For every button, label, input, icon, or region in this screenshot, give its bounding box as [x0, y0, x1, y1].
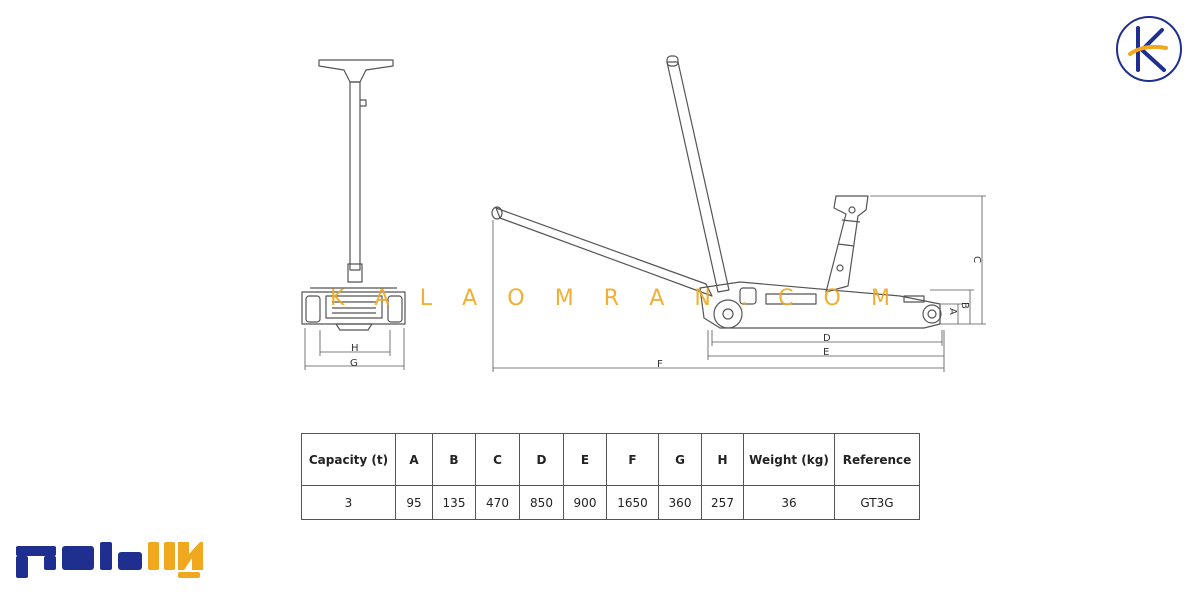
- dim-label-d: D: [823, 333, 831, 344]
- table-cell: 1650: [606, 485, 659, 520]
- table-header-cell: E: [563, 433, 607, 486]
- dim-label-f: F: [657, 359, 663, 370]
- table-header-cell: Capacity (t): [301, 433, 396, 486]
- brand-wordmark-logo: [16, 542, 203, 578]
- brand-logo-circle: [1116, 16, 1182, 82]
- table-header-cell: A: [395, 433, 433, 486]
- watermark-letter: R: [603, 286, 620, 311]
- table-cell: 95: [395, 485, 433, 520]
- dim-label-g: G: [350, 358, 358, 369]
- dim-label-h: H: [351, 343, 359, 354]
- watermark-letter: K: [330, 286, 345, 311]
- table-header-cell: Weight (kg): [743, 433, 835, 486]
- table-header-cell: H: [701, 433, 744, 486]
- table-header-cell: F: [606, 433, 659, 486]
- watermark-letter: A: [462, 286, 478, 311]
- jack-front-view: [301, 59, 406, 370]
- watermark-letter: M: [554, 286, 574, 311]
- watermark-letter: C: [778, 286, 794, 311]
- table-cell: 470: [475, 485, 520, 520]
- table-cell: 900: [563, 485, 607, 520]
- table-header-cell: C: [475, 433, 520, 486]
- table-header-cell: D: [519, 433, 564, 486]
- watermark-letter: A: [374, 286, 390, 311]
- table-cell: 36: [743, 485, 835, 520]
- table-header-cell: Reference: [834, 433, 920, 486]
- table-cell: 360: [658, 485, 702, 520]
- watermark-letter: .: [740, 286, 748, 311]
- table-header-cell: B: [432, 433, 476, 486]
- table-cell: 3: [301, 485, 396, 520]
- jack-side-view: [491, 55, 986, 372]
- watermark-letter: M: [870, 286, 890, 311]
- jack-technical-drawing: H G D E F C B A: [301, 55, 986, 372]
- dim-label-e: E: [823, 347, 829, 358]
- table-header-cell: G: [658, 433, 702, 486]
- table-row: 3 95 135 470 850 900 1650 360 257 36 GT3…: [301, 485, 920, 520]
- watermark-letter: O: [823, 286, 841, 311]
- watermark-letter: O: [507, 286, 525, 311]
- watermark-letter: A: [649, 286, 665, 311]
- table-cell: GT3G: [834, 485, 920, 520]
- table-header-row: Capacity (t) A B C D E F G H Weight (kg)…: [301, 433, 920, 486]
- dim-label-b: B: [959, 302, 970, 309]
- table-cell: 850: [519, 485, 564, 520]
- watermark-letter: L: [419, 286, 432, 311]
- watermark-letter: N: [694, 286, 711, 311]
- dim-label-a: A: [947, 308, 958, 315]
- watermark-text: K A L A O M R A N. C O M: [330, 286, 890, 311]
- table-cell: 257: [701, 485, 744, 520]
- dim-label-c: C: [971, 256, 982, 263]
- specification-table: Capacity (t) A B C D E F G H Weight (kg)…: [301, 433, 920, 520]
- table-cell: 135: [432, 485, 476, 520]
